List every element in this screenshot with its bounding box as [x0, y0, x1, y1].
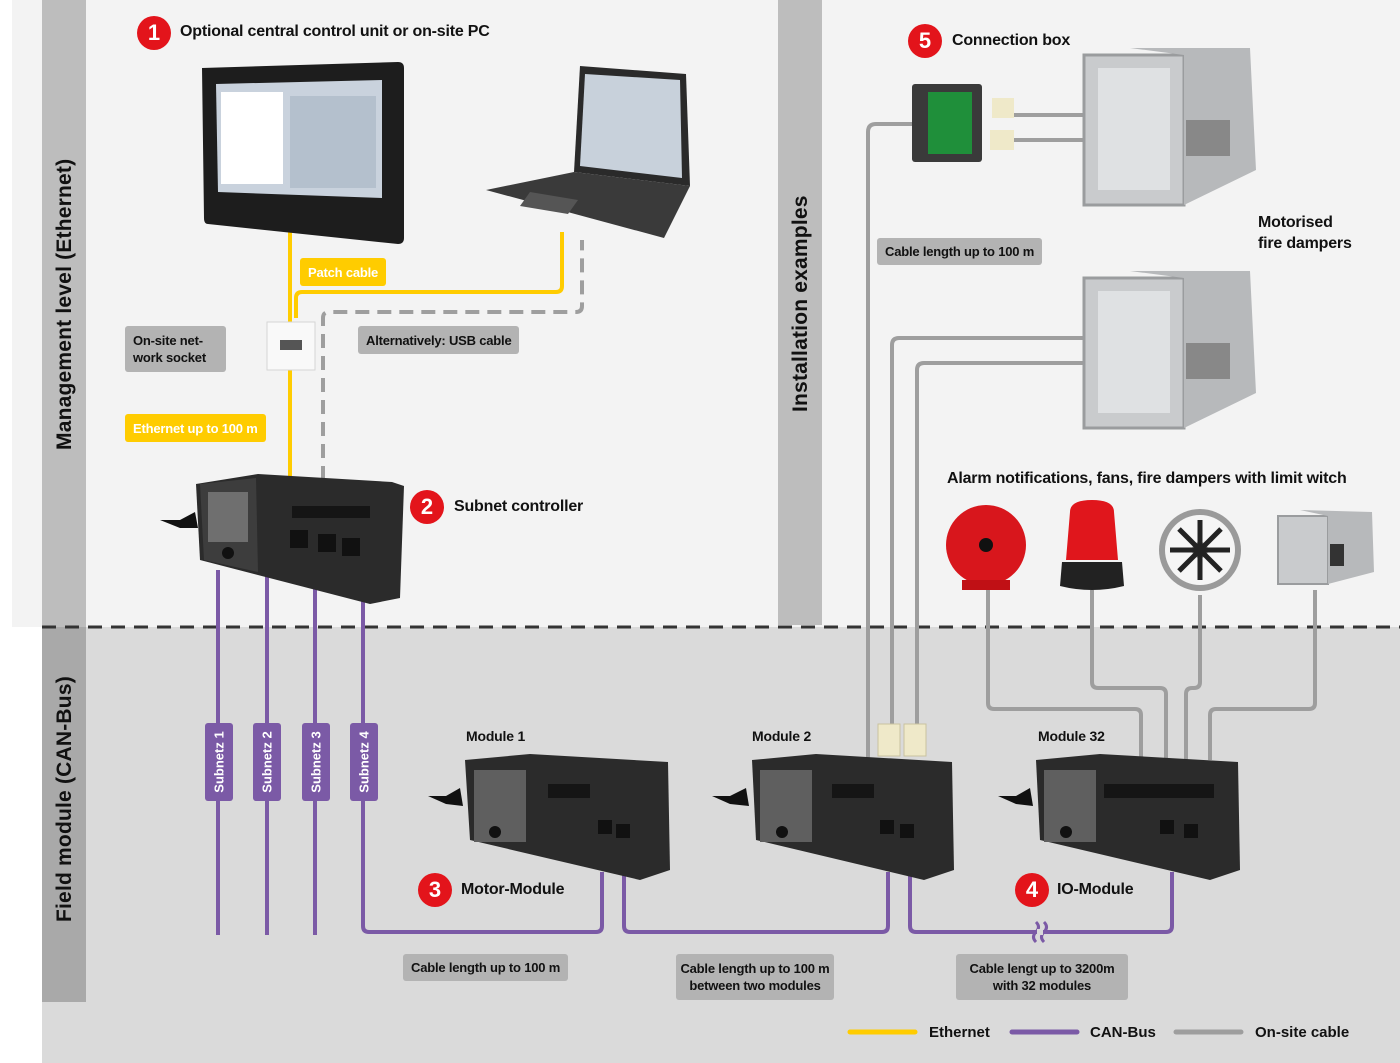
module-2-device [752, 754, 954, 880]
canbus-module1-to-module2 [622, 872, 890, 934]
connection-box-title: Connection box [952, 32, 1071, 49]
cable-length-tag-3: Cable lengt up to 3200m with 32 modules [956, 954, 1128, 1000]
alarm-bell-icon [946, 505, 1026, 590]
installation-band [778, 0, 822, 625]
legend-onsite-cable: On-site cable [1255, 1024, 1350, 1041]
tablet-device [202, 62, 404, 244]
patch-cable-tag: Patch cable [300, 258, 387, 286]
limit-switch-damper-icon [1277, 510, 1374, 585]
cable-length-tag-1: Cable length up to 100 m [403, 954, 569, 981]
badge-2: 2 [410, 490, 444, 524]
module-1-device [465, 754, 670, 880]
legend-canbus: CAN-Bus [1090, 1024, 1156, 1041]
network-socket [266, 321, 316, 371]
power-plug-icon [998, 788, 1033, 806]
badge-5: 5 [908, 24, 942, 58]
subnet-2-tag: Subnetz 2 [253, 723, 281, 801]
badge-4: 4 [1015, 873, 1049, 907]
canbus-subnet-4-to-module1 [361, 580, 604, 934]
connector-plugs [877, 723, 927, 757]
module-32-label: Module 32 [1038, 728, 1105, 744]
motorised-fire-damper-2 [1082, 271, 1256, 430]
subnet-4-tag: Subnetz 4 [350, 723, 378, 801]
onsite-beacon [1090, 590, 1168, 760]
alarm-devices-caption: Alarm notifications, fans, fire dampers … [947, 470, 1347, 487]
subnet-1-tag: Subnetz 1 [205, 723, 233, 801]
onsite-fan [1184, 595, 1202, 760]
network-socket-tag: On-site net- work socket [125, 326, 226, 372]
onsite-cables [866, 113, 1317, 760]
io-module-title: IO-Module [1057, 881, 1134, 898]
beacon-light-icon [1060, 500, 1124, 590]
onsite-damper2-b [915, 361, 1085, 730]
ethernet-length-tag: Ethernet up to 100 m [125, 414, 266, 442]
module-2-label: Module 2 [752, 728, 812, 744]
laptop-device [486, 66, 690, 238]
cable-break-mark [1032, 920, 1048, 944]
central-control-title: Optional central control unit or on-site… [180, 23, 490, 40]
motorised-fire-damper-1 [1082, 48, 1256, 207]
box-cable-length-tag: Cable length up to 100 m [877, 238, 1043, 265]
usb-cable [321, 240, 584, 480]
field-band [42, 627, 86, 1002]
module-1-label: Module 1 [466, 728, 526, 744]
power-plug-icon [712, 788, 749, 806]
onsite-limit-damper [1208, 590, 1317, 760]
ethernet-laptop-patch [294, 232, 564, 318]
module-32-device [1036, 754, 1240, 880]
motorised-dampers-caption: Motorised fire dampers [1258, 214, 1352, 252]
cable-length-tag-2: Cable length up to 100 m between two mod… [676, 954, 834, 1000]
connection-box-device [912, 84, 1014, 162]
subnet-controller-device [196, 474, 404, 604]
subnet-3-tag: Subnetz 3 [302, 723, 330, 801]
motor-module-title: Motor-Module [461, 881, 565, 898]
onsite-damper2-a [890, 336, 1085, 730]
fan-icon [1159, 509, 1241, 591]
power-plug-icon [160, 512, 198, 528]
onsite-connection-box [866, 122, 912, 760]
power-plug-icon [428, 788, 463, 806]
usb-cable-tag: Alternatively: USB cable [358, 326, 520, 354]
subnet-controller-title: Subnet controller [454, 498, 584, 515]
management-band [42, 0, 86, 627]
legend-ethernet: Ethernet [929, 1024, 990, 1041]
badge-3: 3 [418, 873, 452, 907]
onsite-bell [986, 590, 1143, 760]
badge-1: 1 [137, 16, 171, 50]
